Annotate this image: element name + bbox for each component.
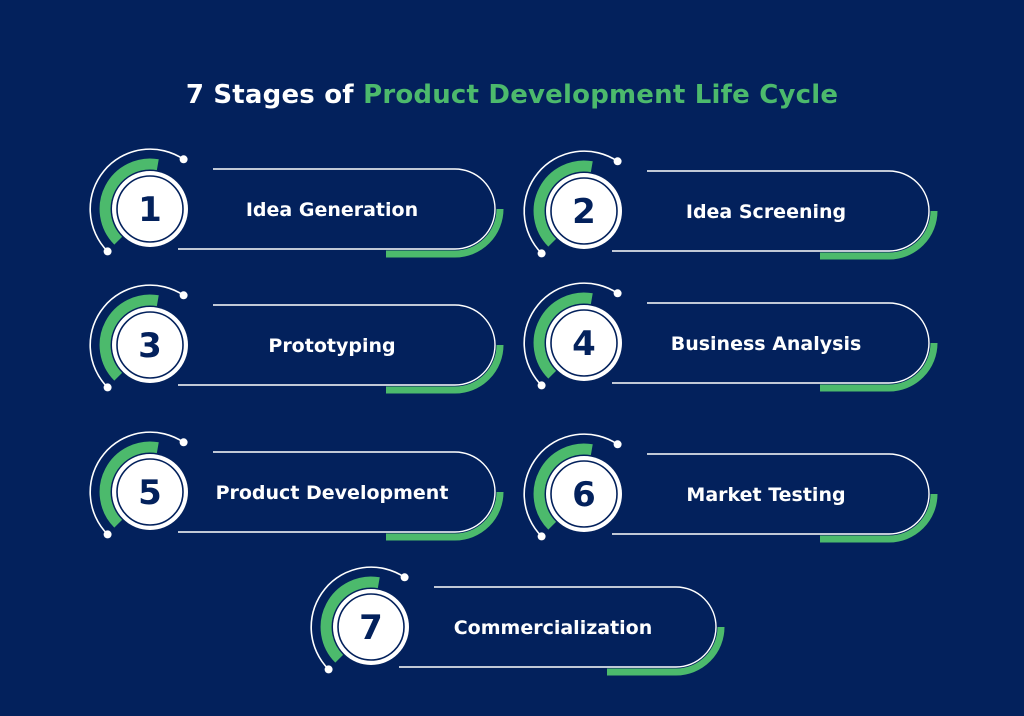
stage-card: 7 Commercialization — [310, 566, 725, 676]
arc-end-dot — [537, 249, 546, 258]
accent-arc — [99, 441, 159, 528]
accent-arc — [533, 443, 593, 530]
number-ring — [337, 593, 405, 661]
accent-swoosh — [386, 491, 504, 541]
stage-label: Idea Generation — [246, 199, 418, 221]
stage-label: Prototyping — [268, 335, 395, 357]
arc-end-dot — [613, 440, 622, 449]
number-disc — [546, 173, 622, 249]
accent-swoosh — [820, 342, 938, 392]
pill-outline — [612, 170, 930, 252]
arc-end-dot — [613, 157, 622, 166]
pill-outline — [399, 586, 717, 668]
number-disc — [112, 454, 188, 530]
number-ring — [116, 175, 184, 243]
arc-end-dot — [179, 438, 188, 447]
number-ring — [116, 311, 184, 379]
stage-number: 5 — [138, 473, 162, 513]
stage-card: 1 Idea Generation — [89, 148, 504, 258]
arc-end-dot — [179, 155, 188, 164]
stage-card: 5 Product Development — [89, 431, 504, 541]
arc-end-dot — [537, 381, 546, 390]
page-title: 7 Stages of Product Development Life Cyc… — [0, 80, 1024, 110]
outer-arc — [523, 150, 619, 254]
arc-end-dot — [103, 247, 112, 256]
accent-arc — [99, 294, 159, 381]
stage-number: 4 — [572, 324, 596, 364]
number-disc — [333, 589, 409, 665]
accent-swoosh — [820, 493, 938, 543]
stage-number: 1 — [138, 190, 162, 230]
stage-card: 4 Business Analysis — [523, 282, 938, 392]
accent-swoosh — [820, 210, 938, 260]
stage-card: 2 Idea Screening — [523, 150, 938, 260]
pill-outline — [612, 453, 930, 535]
pill-outline — [612, 302, 930, 384]
outer-arc — [89, 431, 185, 535]
accent-arc — [533, 160, 593, 247]
title-prefix: 7 Stages of — [185, 80, 364, 110]
arc-end-dot — [537, 532, 546, 541]
outer-arc — [523, 282, 619, 386]
accent-arc — [533, 292, 593, 379]
number-ring — [550, 177, 618, 245]
outer-arc — [523, 433, 619, 537]
arc-end-dot — [103, 530, 112, 539]
number-ring — [550, 460, 618, 528]
pill-outline — [178, 451, 496, 533]
pill-outline — [178, 304, 496, 386]
title-highlight: Product Development Life Cycle — [363, 80, 839, 110]
accent-arc — [99, 158, 159, 245]
stage-label: Idea Screening — [686, 201, 846, 223]
arc-end-dot — [179, 291, 188, 300]
accent-swoosh — [386, 344, 504, 394]
accent-arc — [320, 576, 380, 663]
arc-end-dot — [613, 289, 622, 298]
number-ring — [116, 458, 184, 526]
outer-arc — [310, 566, 406, 670]
arc-end-dot — [400, 573, 409, 582]
stage-number: 2 — [572, 192, 596, 232]
stage-label: Business Analysis — [671, 333, 862, 355]
number-disc — [112, 307, 188, 383]
outer-arc — [89, 148, 185, 252]
stage-label: Product Development — [216, 482, 449, 504]
outer-arc — [89, 284, 185, 388]
number-disc — [112, 171, 188, 247]
stage-card: 6 Market Testing — [523, 433, 938, 543]
arc-end-dot — [324, 665, 333, 674]
stage-number: 6 — [572, 475, 596, 515]
pill-outline — [178, 168, 496, 250]
arc-end-dot — [103, 383, 112, 392]
stage-label: Market Testing — [686, 484, 845, 506]
number-ring — [550, 309, 618, 377]
stage-number: 7 — [359, 608, 383, 648]
stage-card: 3 Prototyping — [89, 284, 504, 394]
stage-label: Commercialization — [454, 617, 653, 639]
number-disc — [546, 305, 622, 381]
accent-swoosh — [386, 208, 504, 258]
accent-swoosh — [607, 626, 725, 676]
stage-number: 3 — [138, 326, 162, 366]
number-disc — [546, 456, 622, 532]
